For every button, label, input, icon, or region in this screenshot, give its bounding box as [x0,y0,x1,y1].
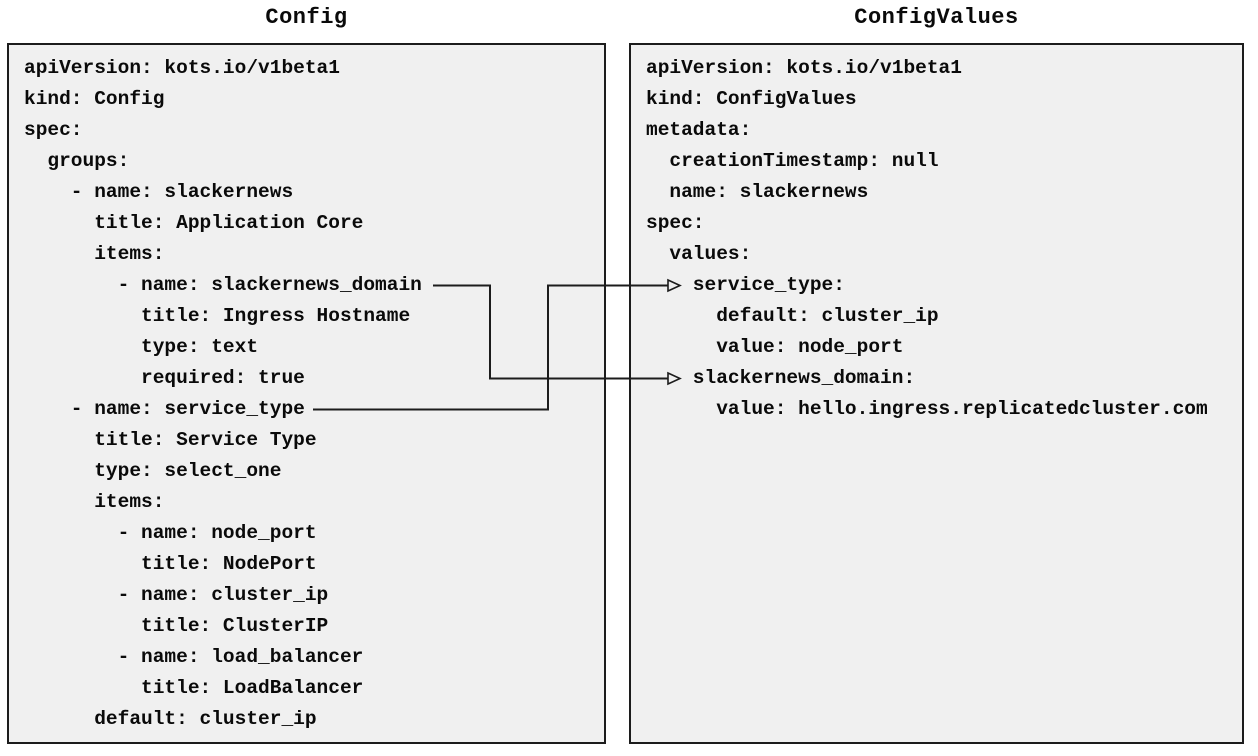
yaml-line: name: slackernews [646,181,869,203]
yaml-line: title: Application Core [24,212,364,234]
yaml-line: apiVersion: kots.io/v1beta1 [646,57,962,79]
yaml-line: - name: load_balancer [24,646,364,668]
yaml-line: groups: [24,150,130,172]
yaml-line-service-type-value: service_type: [646,274,845,296]
yaml-line: title: Service Type [24,429,317,451]
yaml-line: items: [24,491,165,513]
yaml-line: metadata: [646,119,752,141]
yaml-line-slackernews-domain: - name: slackernews_domain [24,274,422,296]
yaml-line: spec: [646,212,705,234]
yaml-line: title: NodePort [24,553,317,575]
yaml-line-service-type: - name: service_type [24,398,305,420]
configvalues-panel-title: ConfigValues [854,5,1019,30]
yaml-line: title: ClusterIP [24,615,329,637]
yaml-line: default: cluster_ip [646,305,939,327]
yaml-line: kind: Config [24,88,165,110]
yaml-line: - name: node_port [24,522,317,544]
yaml-line: apiVersion: kots.io/v1beta1 [24,57,340,79]
yaml-line: default: cluster_ip [24,708,317,730]
config-panel: apiVersion: kots.io/v1beta1 kind: Config… [7,43,606,744]
yaml-line: values: [646,243,752,265]
yaml-line: items: [24,243,165,265]
yaml-line: type: select_one [24,460,282,482]
yaml-line-slackernews-domain-value: slackernews_domain: [646,367,916,389]
yaml-line: value: node_port [646,336,904,358]
yaml-line: - name: slackernews [24,181,294,203]
yaml-line: value: hello.ingress.replicatedcluster.c… [646,398,1208,420]
config-panel-title: Config [265,5,348,30]
yaml-line: required: true [24,367,305,389]
yaml-line: kind: ConfigValues [646,88,857,110]
configvalues-panel: apiVersion: kots.io/v1beta1 kind: Config… [629,43,1244,744]
yaml-line: title: LoadBalancer [24,677,364,699]
yaml-line: title: Ingress Hostname [24,305,411,327]
yaml-line: creationTimestamp: null [646,150,939,172]
yaml-line: - name: cluster_ip [24,584,329,606]
yaml-line: type: text [24,336,259,358]
yaml-line: spec: [24,119,83,141]
